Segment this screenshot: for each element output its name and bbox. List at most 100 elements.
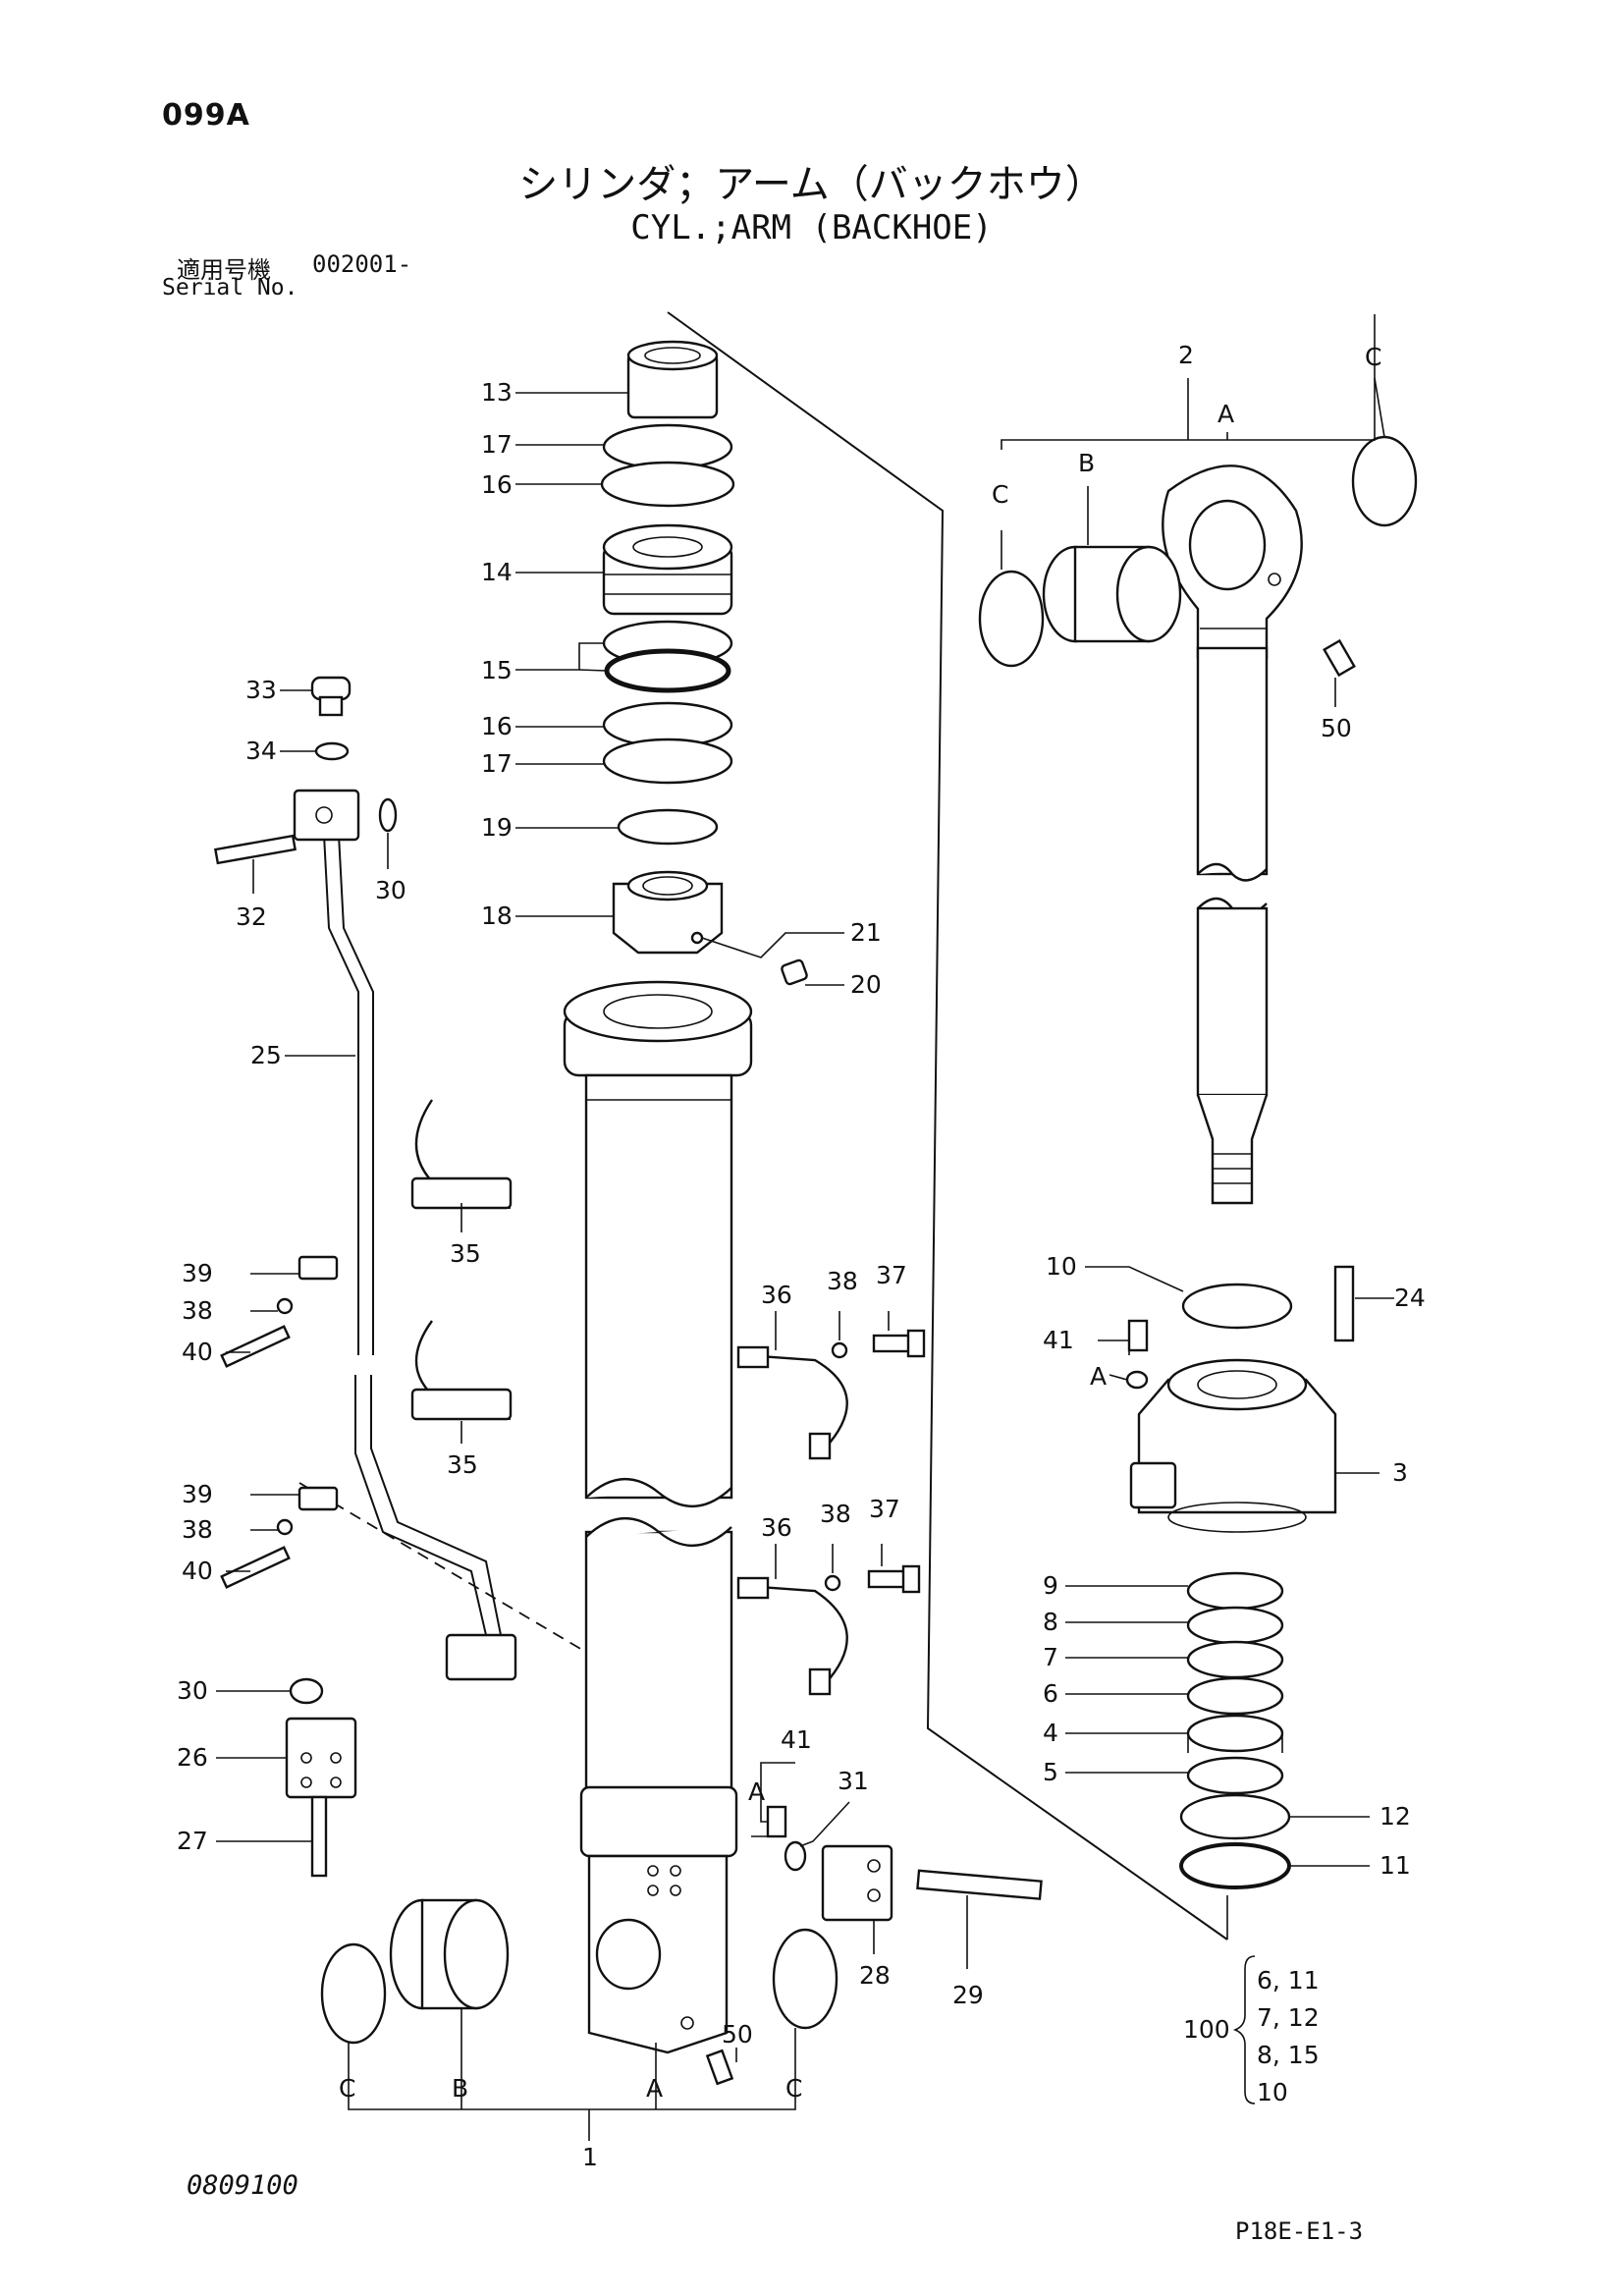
callout-B-top: B [1078,449,1095,477]
o-ring-31 [784,1840,807,1872]
washer-38a [276,1297,294,1315]
title-english: CYL.;ARM (BACKHOE) [630,208,993,247]
title-japanese: シリンダ；アーム（バックホウ） [518,162,1105,207]
callout-33: 33 [245,676,277,704]
washer-38c [831,1341,848,1359]
callout-A-41a: A [748,1777,765,1806]
ring-6 [1186,1676,1284,1716]
o-ring-34 [314,741,350,761]
washer-38b [276,1518,294,1536]
callout-38c: 38 [827,1267,858,1295]
page-reference: P18E-E1-3 [1235,2217,1364,2245]
ring-7 [1186,1640,1284,1679]
bushing-4 [1186,1714,1284,1753]
callout-14: 14 [481,558,513,586]
clamp-35a [410,1099,513,1210]
callout-36a: 36 [761,1281,792,1309]
plug-33 [310,676,352,717]
callout-10: 10 [1046,1252,1077,1281]
callout-18: 18 [481,902,513,930]
callout-41a: 41 [781,1725,812,1754]
ring-12 [1179,1793,1291,1840]
callout-6: 6 [1043,1679,1058,1708]
kit-number: 100 [1183,2015,1230,2044]
seal-15b [604,648,731,693]
callout-26: 26 [177,1743,208,1772]
clamp-36a [736,1345,848,1460]
leader-lines [216,314,1394,2141]
callout-38d: 38 [820,1500,851,1528]
callout-C-top-right: C [1365,343,1381,371]
ring-8 [1186,1606,1284,1645]
page-code: 099A [162,98,250,133]
callout-17a: 17 [481,430,513,459]
callout-12: 12 [1380,1802,1411,1831]
grease-fitting-41a [766,1805,787,1838]
rod-eye [1162,465,1303,660]
callout-1: 1 [582,2143,598,2171]
callout-11: 11 [1380,1851,1411,1880]
serial-number-value: 002001- [312,250,412,278]
callout-35b: 35 [447,1450,478,1479]
callout-35a: 35 [450,1239,481,1268]
block-26 [285,1717,357,1799]
o-ring-11 [1179,1842,1291,1889]
kit-row-1: 6, 11 [1257,1966,1320,1995]
seal-C-top-left [978,570,1045,668]
bushing-B-bottom [389,1898,510,2010]
pipe-25 [323,834,502,1636]
callout-29: 29 [952,1981,984,2009]
block-28 [821,1844,893,1922]
callout-37a: 37 [876,1261,907,1289]
callout-39a: 39 [182,1259,213,1287]
callout-27: 27 [177,1827,208,1855]
callout-37b: 37 [869,1495,900,1523]
bushing-13 [626,340,719,419]
callout-C-top-left: C [992,480,1008,509]
bolt-29 [916,1869,1043,1900]
callout-15: 15 [481,656,513,684]
callout-20: 20 [850,970,882,999]
piston-14 [602,523,733,616]
callout-5: 5 [1043,1758,1058,1786]
bolt-37b [867,1564,921,1594]
serial-label-japanese: 適用号機 [177,256,271,284]
ring-9 [1186,1571,1284,1611]
callout-25: 25 [250,1041,282,1069]
bolt-40b [220,1546,291,1589]
ring-17b [602,738,733,785]
callout-2: 2 [1178,341,1194,369]
callout-40b: 40 [182,1557,213,1585]
callout-36b: 36 [761,1513,792,1542]
kit-row-2: 7, 12 [1257,2003,1320,2032]
callout-A-41b: A [1090,1362,1107,1391]
document-number: 0809100 [187,2170,298,2201]
seal-C-top-right [1351,435,1418,527]
seal-C-bottom-right [772,1928,839,2030]
bolt-24 [1333,1265,1355,1342]
callout-31: 31 [838,1767,869,1795]
bolt-32 [214,834,297,865]
washer-19 [617,808,719,846]
callout-28: 28 [859,1961,891,1990]
callout-38b: 38 [182,1515,213,1544]
bolt-50a [705,2049,734,2086]
callout-38a: 38 [182,1296,213,1325]
callout-labels: 13 17 16 14 15 16 17 19 18 21 20 33 34 3… [177,341,1426,2171]
o-ring-30b [289,1677,324,1705]
ring-5 [1186,1756,1284,1795]
clamp-36b [736,1576,848,1696]
ring-16a [600,461,735,508]
bolt-27 [310,1795,328,1878]
callout-21: 21 [850,918,882,947]
bushing-B-top [1042,545,1182,643]
callout-19: 19 [481,813,513,842]
grease-fitting-41b [1127,1319,1149,1352]
callout-A-bottom: A [646,2074,663,2103]
callout-4: 4 [1043,1719,1058,1747]
clamp-35b [410,1320,513,1421]
kit-row-3: 8, 15 [1257,2041,1320,2069]
bolt-37a [872,1329,926,1358]
callout-24: 24 [1394,1284,1426,1312]
callout-C-bottom-right: C [785,2074,802,2103]
